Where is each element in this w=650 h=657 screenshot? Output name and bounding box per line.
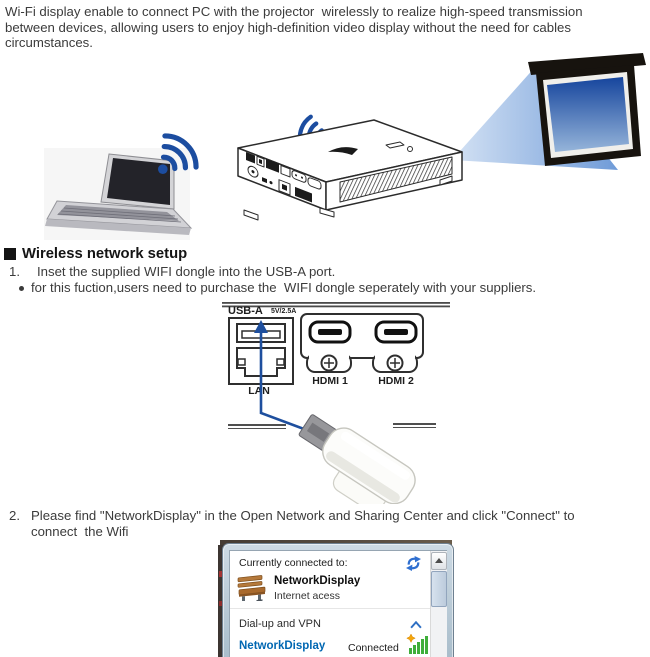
intro-paragraph: Wi-Fi display enable to connect PC with … xyxy=(5,4,583,51)
wifi-dongle-illustration xyxy=(298,414,416,504)
section-title: Wireless network setup xyxy=(22,246,188,262)
step1-number: 1. xyxy=(9,264,20,279)
surface-line xyxy=(228,427,286,430)
step1-text: Inset the supplied WIFI dongle into the … xyxy=(37,264,336,279)
connection-name-link[interactable]: NetworkDisplay xyxy=(239,640,326,652)
hdmi-ports xyxy=(300,313,424,373)
note-bullet xyxy=(19,286,24,291)
note-text: for this fuction,users need to purchase … xyxy=(31,280,537,295)
surface-line xyxy=(393,426,436,429)
scroll-up-arrow-icon xyxy=(435,558,443,563)
scroll-up-button[interactable] xyxy=(431,552,447,570)
currently-connected-label: Currently connected to: xyxy=(239,557,348,569)
surface-line xyxy=(228,424,286,426)
connected-network-name: NetworkDisplay xyxy=(274,575,361,587)
usb-spec-label: 5V/2.5A xyxy=(271,308,297,315)
projection-screen xyxy=(528,53,646,166)
usb-pointer-arrow xyxy=(254,320,321,437)
connection-status: Connected xyxy=(348,642,399,654)
laptop-wifi-icon xyxy=(158,133,199,174)
refresh-arrows-icon[interactable] xyxy=(406,556,421,571)
scrollbar-thumb[interactable] xyxy=(431,571,447,607)
step2-text: Please find "NetworkDisplay" in the Open… xyxy=(31,508,575,539)
dongle-body xyxy=(298,414,416,504)
scrollbar[interactable] xyxy=(430,551,447,657)
lan-label: LAN xyxy=(248,385,270,397)
divider xyxy=(230,608,430,609)
section-heading: Wireless network setup xyxy=(4,246,187,262)
projector-illustration xyxy=(237,119,463,221)
usb-a-label: USB-A xyxy=(228,305,263,317)
section-marker xyxy=(4,248,16,260)
connected-network-detail: Internet acess xyxy=(274,590,340,602)
dialup-section-header[interactable]: Dial-up and VPN xyxy=(239,618,321,630)
desktop-strip xyxy=(218,545,224,657)
collapse-chevron-icon[interactable] xyxy=(410,621,422,629)
signal-bars-icon xyxy=(406,634,428,654)
network-bench-icon xyxy=(237,575,266,601)
flyout-content: Currently connected to: xyxy=(229,550,447,657)
hdmi2-label: HDMI 2 xyxy=(378,375,414,387)
step2-number: 2. xyxy=(9,508,20,523)
hdmi1-label: HDMI 1 xyxy=(312,375,348,387)
wifi-connection-illustration xyxy=(44,53,646,240)
laptop-illustration xyxy=(44,148,193,240)
network-flyout-panel: Currently connected to: xyxy=(218,540,456,657)
surface-line xyxy=(393,423,436,425)
